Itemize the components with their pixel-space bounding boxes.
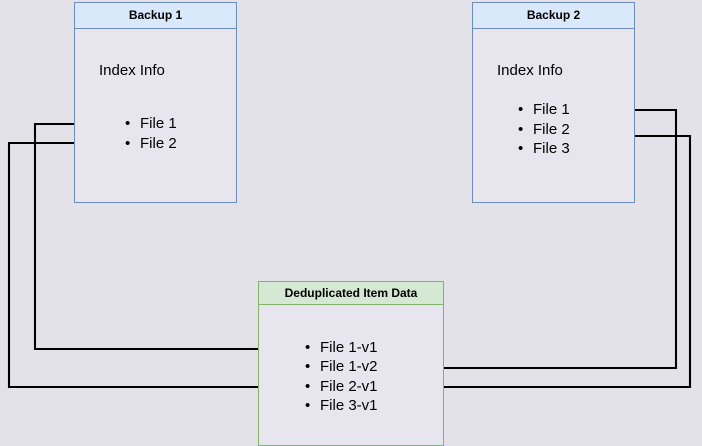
list-item[interactable]: File 2 bbox=[518, 120, 570, 140]
dedup-file-list: File 1-v1 File 1-v2 File 2-v1 File 3-v1 bbox=[305, 338, 378, 416]
backup-1-index-info-label: Index Info bbox=[99, 62, 165, 79]
node-backup-1-header: Backup 1 bbox=[74, 2, 237, 29]
list-item[interactable]: File 2-v1 bbox=[305, 377, 378, 397]
list-item[interactable]: File 3 bbox=[518, 139, 570, 159]
backup-1-file-list: File 1 File 2 bbox=[125, 114, 177, 153]
node-backup-2-header: Backup 2 bbox=[472, 2, 635, 29]
node-backup-2-body: Index Info File 1 File 2 File 3 bbox=[472, 29, 635, 203]
list-item[interactable]: File 1 bbox=[125, 114, 177, 134]
node-dedup-header: Deduplicated Item Data bbox=[258, 281, 444, 305]
node-backup-1[interactable]: Backup 1 Index Info File 1 File 2 bbox=[74, 2, 237, 203]
backup-2-index-info-label: Index Info bbox=[497, 62, 563, 79]
node-dedup-body: File 1-v1 File 1-v2 File 2-v1 File 3-v1 bbox=[258, 305, 444, 446]
node-backup-1-body: Index Info File 1 File 2 bbox=[74, 29, 237, 203]
list-item[interactable]: File 1 bbox=[518, 100, 570, 120]
list-item[interactable]: File 1-v1 bbox=[305, 338, 378, 358]
node-backup-2[interactable]: Backup 2 Index Info File 1 File 2 File 3 bbox=[472, 2, 635, 203]
list-item[interactable]: File 1-v2 bbox=[305, 357, 378, 377]
list-item[interactable]: File 3-v1 bbox=[305, 396, 378, 416]
node-deduplicated-item-data[interactable]: Deduplicated Item Data File 1-v1 File 1-… bbox=[258, 281, 444, 446]
backup-2-file-list: File 1 File 2 File 3 bbox=[518, 100, 570, 159]
list-item[interactable]: File 2 bbox=[125, 134, 177, 154]
